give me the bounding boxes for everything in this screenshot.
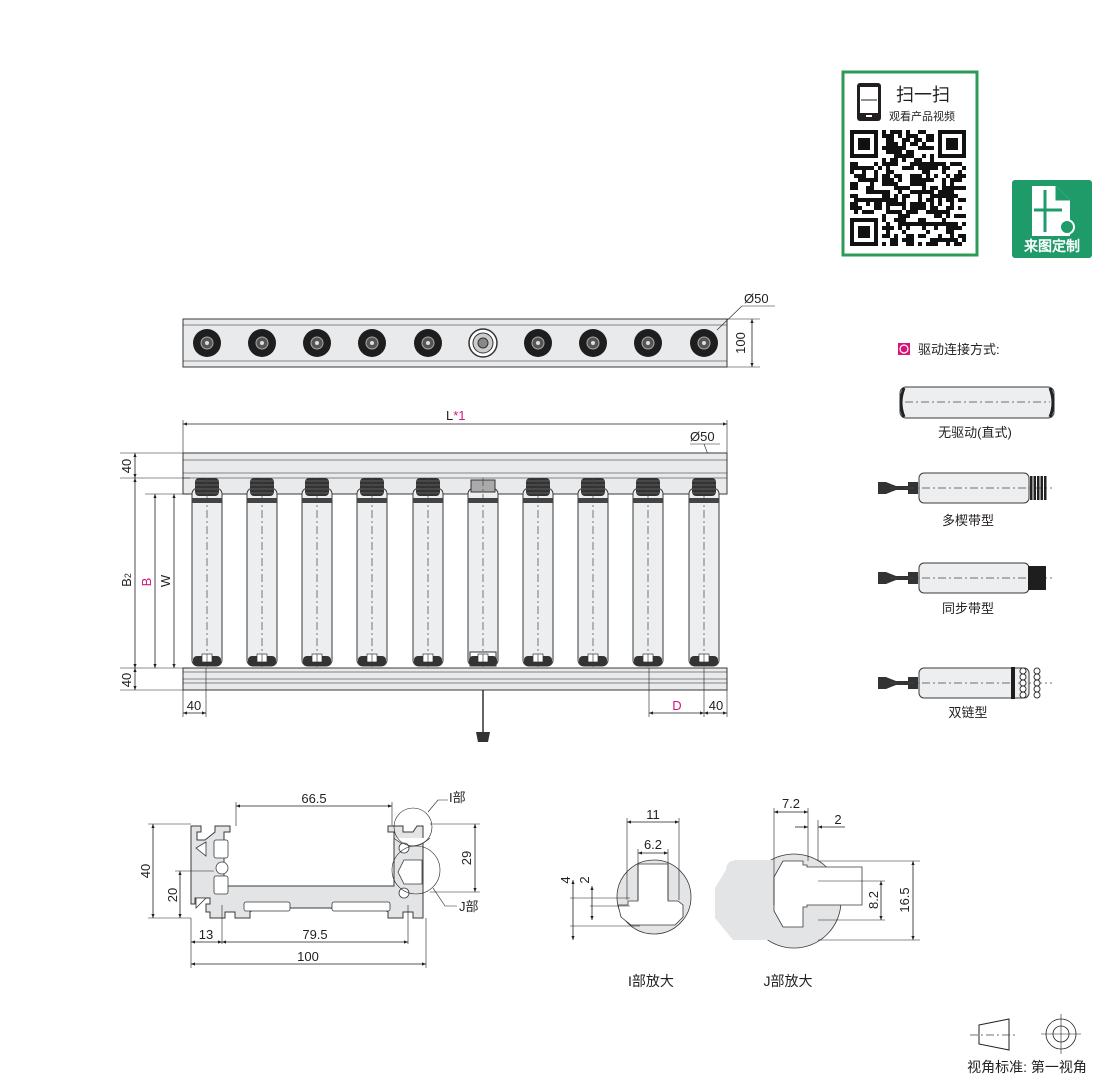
roller-top — [193, 329, 221, 357]
j-outer-width: 7.2 — [782, 796, 800, 811]
frustum-icon — [970, 1018, 1015, 1051]
drive-type-label: 双链型 — [948, 705, 987, 720]
drive-roller-top — [468, 328, 498, 358]
document-icon — [1032, 186, 1075, 236]
profile-height-label: 40 — [138, 864, 153, 878]
roller-top — [414, 329, 442, 357]
detail-j-callout: J部 — [459, 899, 479, 914]
qr-card[interactable]: 扫一扫 观看产品视频 — [841, 70, 979, 257]
top-height-label: 100 — [733, 332, 748, 354]
slot-span-label: 29 — [459, 851, 474, 865]
roller-top — [634, 329, 662, 357]
roller — [688, 478, 720, 668]
detail-i-callout: I部 — [449, 790, 466, 805]
drive-heading: 驱动连接方式: — [918, 342, 1000, 357]
i-inner-height: 2 — [577, 876, 592, 883]
roller — [356, 478, 388, 668]
phone-icon — [857, 83, 881, 121]
roller-top — [358, 329, 386, 357]
drive-roller — [467, 478, 499, 668]
front-dia-label: Ø50 — [690, 429, 715, 444]
j-inner-height: 8.2 — [866, 891, 881, 909]
top-view: 100 Ø50 — [182, 291, 775, 368]
detail-i: 11 6.2 4 2 I部放大 — [558, 807, 692, 989]
detail-i-caption: I部放大 — [628, 973, 674, 989]
front-view: L*1 Ø50 40 B2 B W 40 — [119, 408, 728, 742]
roller — [191, 478, 223, 668]
qr-title: 扫一扫 — [896, 85, 950, 105]
roller — [577, 478, 609, 668]
i-outer-width: 11 — [646, 807, 660, 822]
drive-type-belt[interactable]: 多楔带型 — [878, 472, 1052, 528]
detail-j: 7.2 2 8.2 16.5 J部放大 — [715, 796, 920, 989]
qr-code — [850, 130, 966, 246]
projection-symbol: 视角标准: 第一视角 — [967, 1014, 1087, 1075]
roller-top — [303, 329, 331, 357]
custom-drawing-button[interactable]: 来图定制 — [1012, 180, 1092, 258]
custom-badge-label: 来图定制 — [1023, 238, 1080, 254]
roller — [412, 478, 444, 668]
projection-label: 视角标准: 第一视角 — [967, 1059, 1087, 1075]
half-height-label: 20 — [165, 888, 180, 902]
roller — [632, 478, 664, 668]
length-label: L*1 — [446, 408, 466, 423]
profile-section: I部 J部 66.5 40 20 29 13 79.5 100 — [138, 790, 480, 968]
roller — [246, 478, 278, 668]
roller-top — [524, 329, 552, 357]
profile-width-label: 100 — [297, 949, 319, 964]
j-lip-width: 2 — [834, 812, 841, 827]
drive-type-none[interactable]: 无驱动(直式) — [899, 386, 1055, 440]
i-outer-height: 4 — [558, 876, 573, 883]
rail-bottom-label: 40 — [119, 673, 134, 687]
drive-type-sync[interactable]: 同步带型 — [878, 562, 1052, 616]
drive-type-label: 无驱动(直式) — [938, 425, 1012, 440]
drive-type-label: 多楔带型 — [942, 513, 994, 528]
j-outer-height: 16.5 — [897, 887, 912, 912]
qr-subtitle: 观看产品视频 — [889, 109, 955, 123]
slot-pitch-label: 79.5 — [302, 927, 327, 942]
detail-j-caption: J部放大 — [764, 973, 813, 989]
left-offset-label: 40 — [187, 698, 201, 713]
w-label: W — [158, 574, 173, 587]
drive-type-chain[interactable]: 双链型 — [878, 667, 1052, 720]
right-offset-label: 40 — [709, 698, 723, 713]
pitch-label: D — [672, 698, 681, 713]
i-inner-width: 6.2 — [644, 837, 662, 852]
roller-top — [248, 329, 276, 357]
top-dia-label: Ø50 — [744, 291, 769, 306]
roller-top — [690, 329, 718, 357]
drive-type-label: 同步带型 — [942, 601, 994, 616]
rail-top-label: 40 — [119, 459, 134, 473]
top-width-label: 66.5 — [301, 791, 326, 806]
concentric-circle-icon — [1041, 1014, 1081, 1054]
left-offset-label: 13 — [199, 927, 213, 942]
roller — [301, 478, 333, 668]
roller-top — [579, 329, 607, 357]
b2-label: B2 — [119, 573, 134, 587]
b-label: B — [139, 578, 154, 587]
roller — [522, 478, 554, 668]
